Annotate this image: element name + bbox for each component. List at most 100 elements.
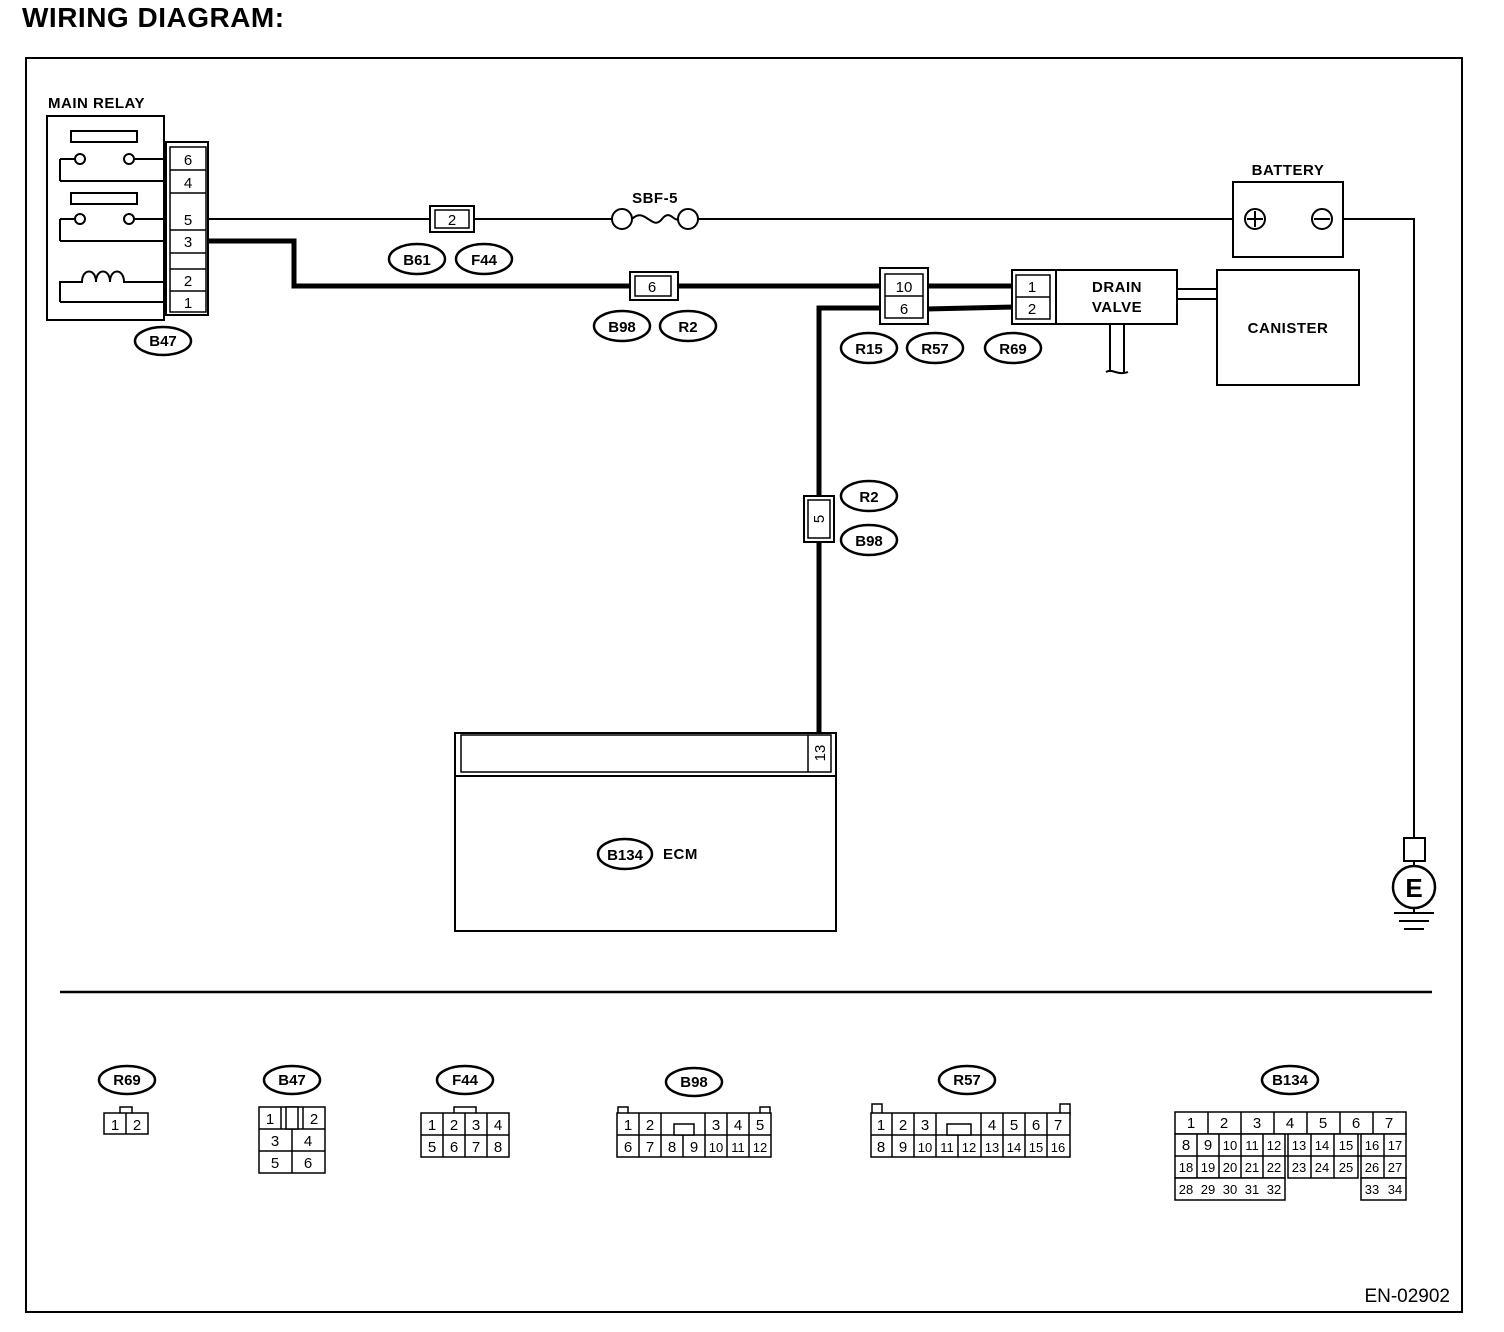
legend-b134-pin: 30 [1223, 1182, 1237, 1197]
legend-b134-pin: 3 [1253, 1115, 1261, 1132]
legend-b98-pin: 10 [709, 1140, 723, 1155]
legend-f44: F44 1 2 3 4 5 6 7 8 [420, 1064, 510, 1158]
legend-b134-pin: 23 [1292, 1160, 1306, 1175]
r2-b98-vertical-pin: 5 [811, 515, 828, 523]
legend-b134-pin: 1 [1187, 1115, 1195, 1132]
legend-b98-pin: 3 [712, 1117, 720, 1134]
fuse-label: SBF-5 [632, 190, 678, 207]
legend-b98-pin: 9 [690, 1139, 698, 1156]
legend-r69: R69 1 2 [97, 1064, 157, 1135]
b61-connector-id: B61 [403, 252, 431, 269]
battery: BATTERY [1232, 162, 1344, 258]
legend-b134-pin: 12 [1267, 1138, 1281, 1153]
legend-r57-pin: 3 [921, 1117, 929, 1134]
b47-pin-6: 6 [184, 152, 192, 169]
r57-connector-id: R57 [921, 341, 949, 358]
legend-r57-id: R57 [953, 1072, 981, 1089]
b47-pin-2: 2 [184, 273, 192, 290]
ecm: 13 B134 ECM [454, 732, 837, 932]
legend-f44-pin: 6 [450, 1139, 458, 1156]
b61-f44-pin: 2 [448, 212, 456, 229]
legend-b47-pin: 4 [304, 1133, 312, 1150]
legend-b98-pin: 12 [753, 1140, 767, 1155]
legend-r57-pin: 10 [918, 1140, 932, 1155]
b47-pin-1: 1 [184, 295, 192, 312]
b98-vertical-connector-id: B98 [855, 533, 883, 550]
legend-b98-pin: 11 [731, 1140, 745, 1155]
canister: CANISTER [1216, 269, 1360, 386]
canister-label: CANISTER [1248, 320, 1329, 337]
legend-b98-id: B98 [680, 1074, 708, 1091]
legend-b47-id: B47 [278, 1072, 306, 1089]
connector-r2-b98-vertical: 5 R2 B98 [803, 479, 899, 557]
legend-r57-pin: 1 [877, 1117, 885, 1134]
legend-b134-pin: 25 [1339, 1160, 1353, 1175]
b47-pin-5: 5 [184, 212, 192, 229]
drain-valve-label-2: VALVE [1092, 299, 1142, 316]
legend-b134-pin: 17 [1388, 1138, 1402, 1153]
legend-b134-pin: 21 [1245, 1160, 1259, 1175]
battery-minus-icon [1311, 208, 1333, 230]
b47-pin-3: 3 [184, 234, 192, 251]
legend-b134-pin: 16 [1365, 1138, 1379, 1153]
legend-b134-pin: 34 [1388, 1182, 1402, 1197]
wires [208, 218, 1415, 838]
legend-b134-pin: 13 [1292, 1138, 1306, 1153]
legend-r57-pin: 2 [899, 1117, 907, 1134]
legend-r57: R57 1 2 3 4 5 6 7 8 9 10 11 12 13 14 15 … [870, 1064, 1071, 1158]
legend-f44-pin: 5 [428, 1139, 436, 1156]
legend-r57-pin: 7 [1054, 1117, 1062, 1134]
main-relay-label: MAIN RELAY [48, 95, 145, 112]
legend-b134-pin: 7 [1385, 1115, 1393, 1132]
ecm-pin-13: 13 [812, 745, 829, 762]
legend-r57-pin: 5 [1010, 1117, 1018, 1134]
b98-r2-top-pin: 6 [648, 279, 656, 296]
legend-r57-pin: 15 [1029, 1140, 1043, 1155]
ecm-label: ECM [663, 846, 698, 863]
connector-b98-r2-top: 6 B98 R2 [592, 271, 718, 343]
legend-b47: B47 1 2 3 4 5 6 [258, 1064, 326, 1174]
diagram-code: EN-02902 [1364, 1286, 1450, 1307]
legend-f44-id: F44 [452, 1072, 479, 1089]
legend-f44-pin: 2 [450, 1117, 458, 1134]
page-title: WIRING DIAGRAM: [22, 2, 285, 33]
b47-connector-id: B47 [149, 333, 177, 350]
main-relay: MAIN RELAY 6 4 5 3 2 1 B47 [46, 95, 209, 357]
battery-plus-icon [1244, 208, 1266, 230]
legend-b134-pin: 5 [1319, 1115, 1327, 1132]
legend-b47-pin: 1 [266, 1111, 274, 1128]
legend-b47-pin: 5 [271, 1155, 279, 1172]
legend-b134-pin: 6 [1352, 1115, 1360, 1132]
b134-connector-id: B134 [607, 847, 644, 864]
ground-e: E [1391, 837, 1437, 930]
legend-b134-pin: 20 [1223, 1160, 1237, 1175]
legend-b134-pin: 26 [1365, 1160, 1379, 1175]
r69-connector-id: R69 [999, 341, 1027, 358]
diagram-frame [25, 57, 1463, 1313]
legend-b47-pin: 3 [271, 1133, 279, 1150]
legend-b134-pin: 11 [1245, 1138, 1259, 1153]
ground-label: E [1405, 873, 1422, 903]
legend-r57-pin: 16 [1051, 1140, 1065, 1155]
legend-b134-id: B134 [1272, 1072, 1309, 1089]
legend-r57-pin: 13 [985, 1140, 999, 1155]
connector-r15-r57: 10 6 R15 R57 [839, 267, 965, 365]
legend-r69-pin: 2 [133, 1117, 141, 1134]
legend-r57-pin: 14 [1007, 1140, 1021, 1155]
fuse-sbf5: SBF-5 [611, 190, 699, 230]
legend-b134-pin: 9 [1204, 1137, 1212, 1154]
legend-r57-pin: 8 [877, 1139, 885, 1156]
r69-pin-1: 1 [1028, 279, 1036, 296]
legend-b134-pin: 28 [1179, 1182, 1193, 1197]
r15-connector-id: R15 [855, 341, 883, 358]
legend-b134-pin: 19 [1201, 1160, 1215, 1175]
legend-b134: B134 1 2 3 4 5 6 7 8 9 10 11 12 13 14 15 [1174, 1064, 1407, 1201]
legend-b134-pin: 8 [1182, 1137, 1190, 1154]
legend-f44-pin: 8 [494, 1139, 502, 1156]
drain-valve: 1 2 DRAIN VALVE R69 [983, 269, 1217, 375]
legend-b134-pin: 24 [1315, 1160, 1329, 1175]
legend-b98-pin: 5 [756, 1117, 764, 1134]
legend-b98-pin: 2 [646, 1117, 654, 1134]
legend-b134-pin: 22 [1267, 1160, 1281, 1175]
f44-connector-id: F44 [471, 252, 498, 269]
